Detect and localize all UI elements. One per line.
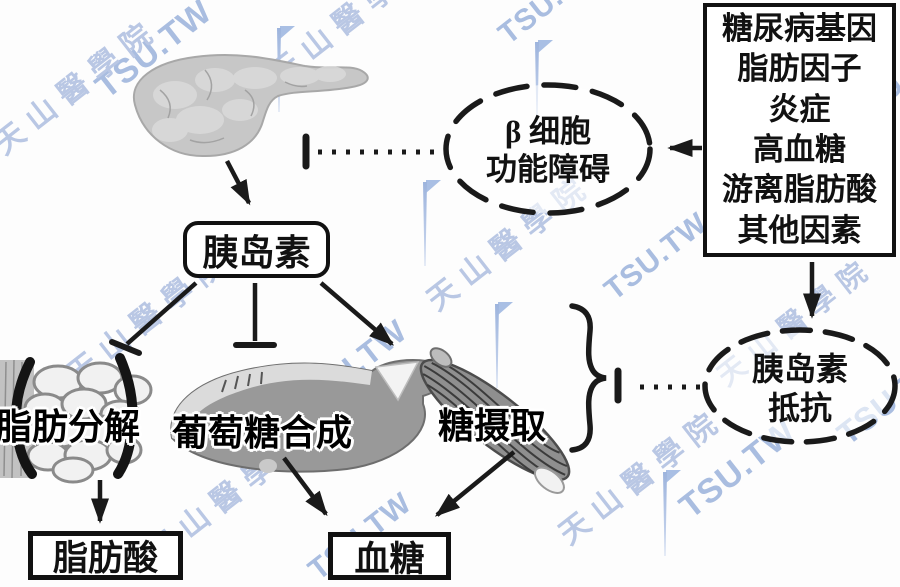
pancreas-illustration bbox=[132, 54, 369, 158]
blood-glucose-box: 血糖 bbox=[328, 532, 451, 580]
resistance-inhibits-targets-connector bbox=[614, 367, 700, 404]
beta-cell-line2: 功能障碍 bbox=[486, 151, 610, 187]
beta-cell-line1: β 细胞 bbox=[504, 114, 592, 149]
lipolysis-label: 脂肪分解 bbox=[0, 407, 141, 447]
beta-cell-dysfunction-label: β 细胞 功能障碍 bbox=[448, 113, 648, 189]
factor-line: 其他因素 bbox=[737, 212, 862, 248]
factor-line: 高血糖 bbox=[753, 132, 846, 167]
factor-line: 糖尿病基因 bbox=[722, 11, 877, 47]
arrow-pancreas-to-insulin bbox=[225, 159, 251, 206]
muscle-illustration bbox=[419, 347, 571, 494]
beta-cell-inhibits-pancreas-connector bbox=[302, 133, 434, 170]
insulin-box: 胰岛素 bbox=[183, 221, 330, 278]
factor-line: 游离脂肪酸 bbox=[722, 172, 877, 208]
arrow-liver-to-glucose bbox=[282, 456, 328, 517]
arrow-muscle-to-glucose bbox=[434, 450, 516, 517]
insulin-resistance-line2: 抵抗 bbox=[767, 390, 832, 427]
insulin-inhibits-lipolysis-line bbox=[125, 281, 198, 346]
fatty-acid-box: 脂肪酸 bbox=[28, 531, 183, 580]
insulin-resistance-ellipse bbox=[702, 327, 898, 445]
factor-line: 脂肪因子 bbox=[737, 51, 862, 87]
inhibition-bar-lipolysis bbox=[109, 339, 142, 356]
glucose-synthesis-label: 葡萄糖合成 bbox=[172, 413, 353, 453]
targets-brace bbox=[569, 303, 607, 453]
beta-cell-dysfunction-ellipse bbox=[443, 82, 653, 216]
insulin-resistance-line1: 胰岛素 bbox=[751, 351, 848, 387]
arrow-insulin-to-uptake bbox=[319, 281, 395, 346]
factor-line: 炎症 bbox=[768, 91, 831, 127]
insulin-resistance-label: 胰岛素 抵抗 bbox=[705, 350, 895, 428]
risk-factors-box: 糖尿病基因 脂肪因子 炎症 高血糖 游离脂肪酸 其他因素 bbox=[703, 3, 896, 257]
liver-illustration bbox=[170, 358, 450, 473]
glucose-uptake-label: 糖摄取 bbox=[438, 406, 547, 446]
